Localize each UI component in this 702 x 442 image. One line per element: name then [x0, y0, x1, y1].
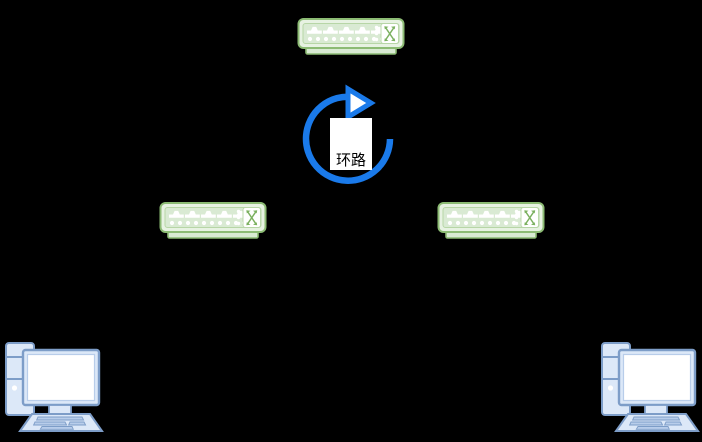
loop-arrow-icon	[302, 84, 394, 184]
crossing-arrows-icon	[520, 207, 539, 228]
network-switch-icon	[437, 202, 545, 239]
switch-top[interactable]	[297, 16, 405, 60]
network-switch-icon	[297, 18, 405, 55]
desktop-computer-icon	[5, 342, 104, 432]
loop-label: 环路	[330, 118, 372, 170]
crossing-arrows-icon	[380, 23, 399, 44]
pc-right[interactable]	[598, 338, 702, 438]
pc-left[interactable]	[2, 338, 110, 438]
crossing-arrows-icon	[242, 207, 261, 228]
network-switch-icon	[159, 202, 267, 239]
switch-right[interactable]	[437, 200, 545, 244]
loop-annotation	[298, 84, 408, 194]
switch-left[interactable]	[159, 200, 267, 244]
desktop-computer-icon	[601, 342, 700, 432]
